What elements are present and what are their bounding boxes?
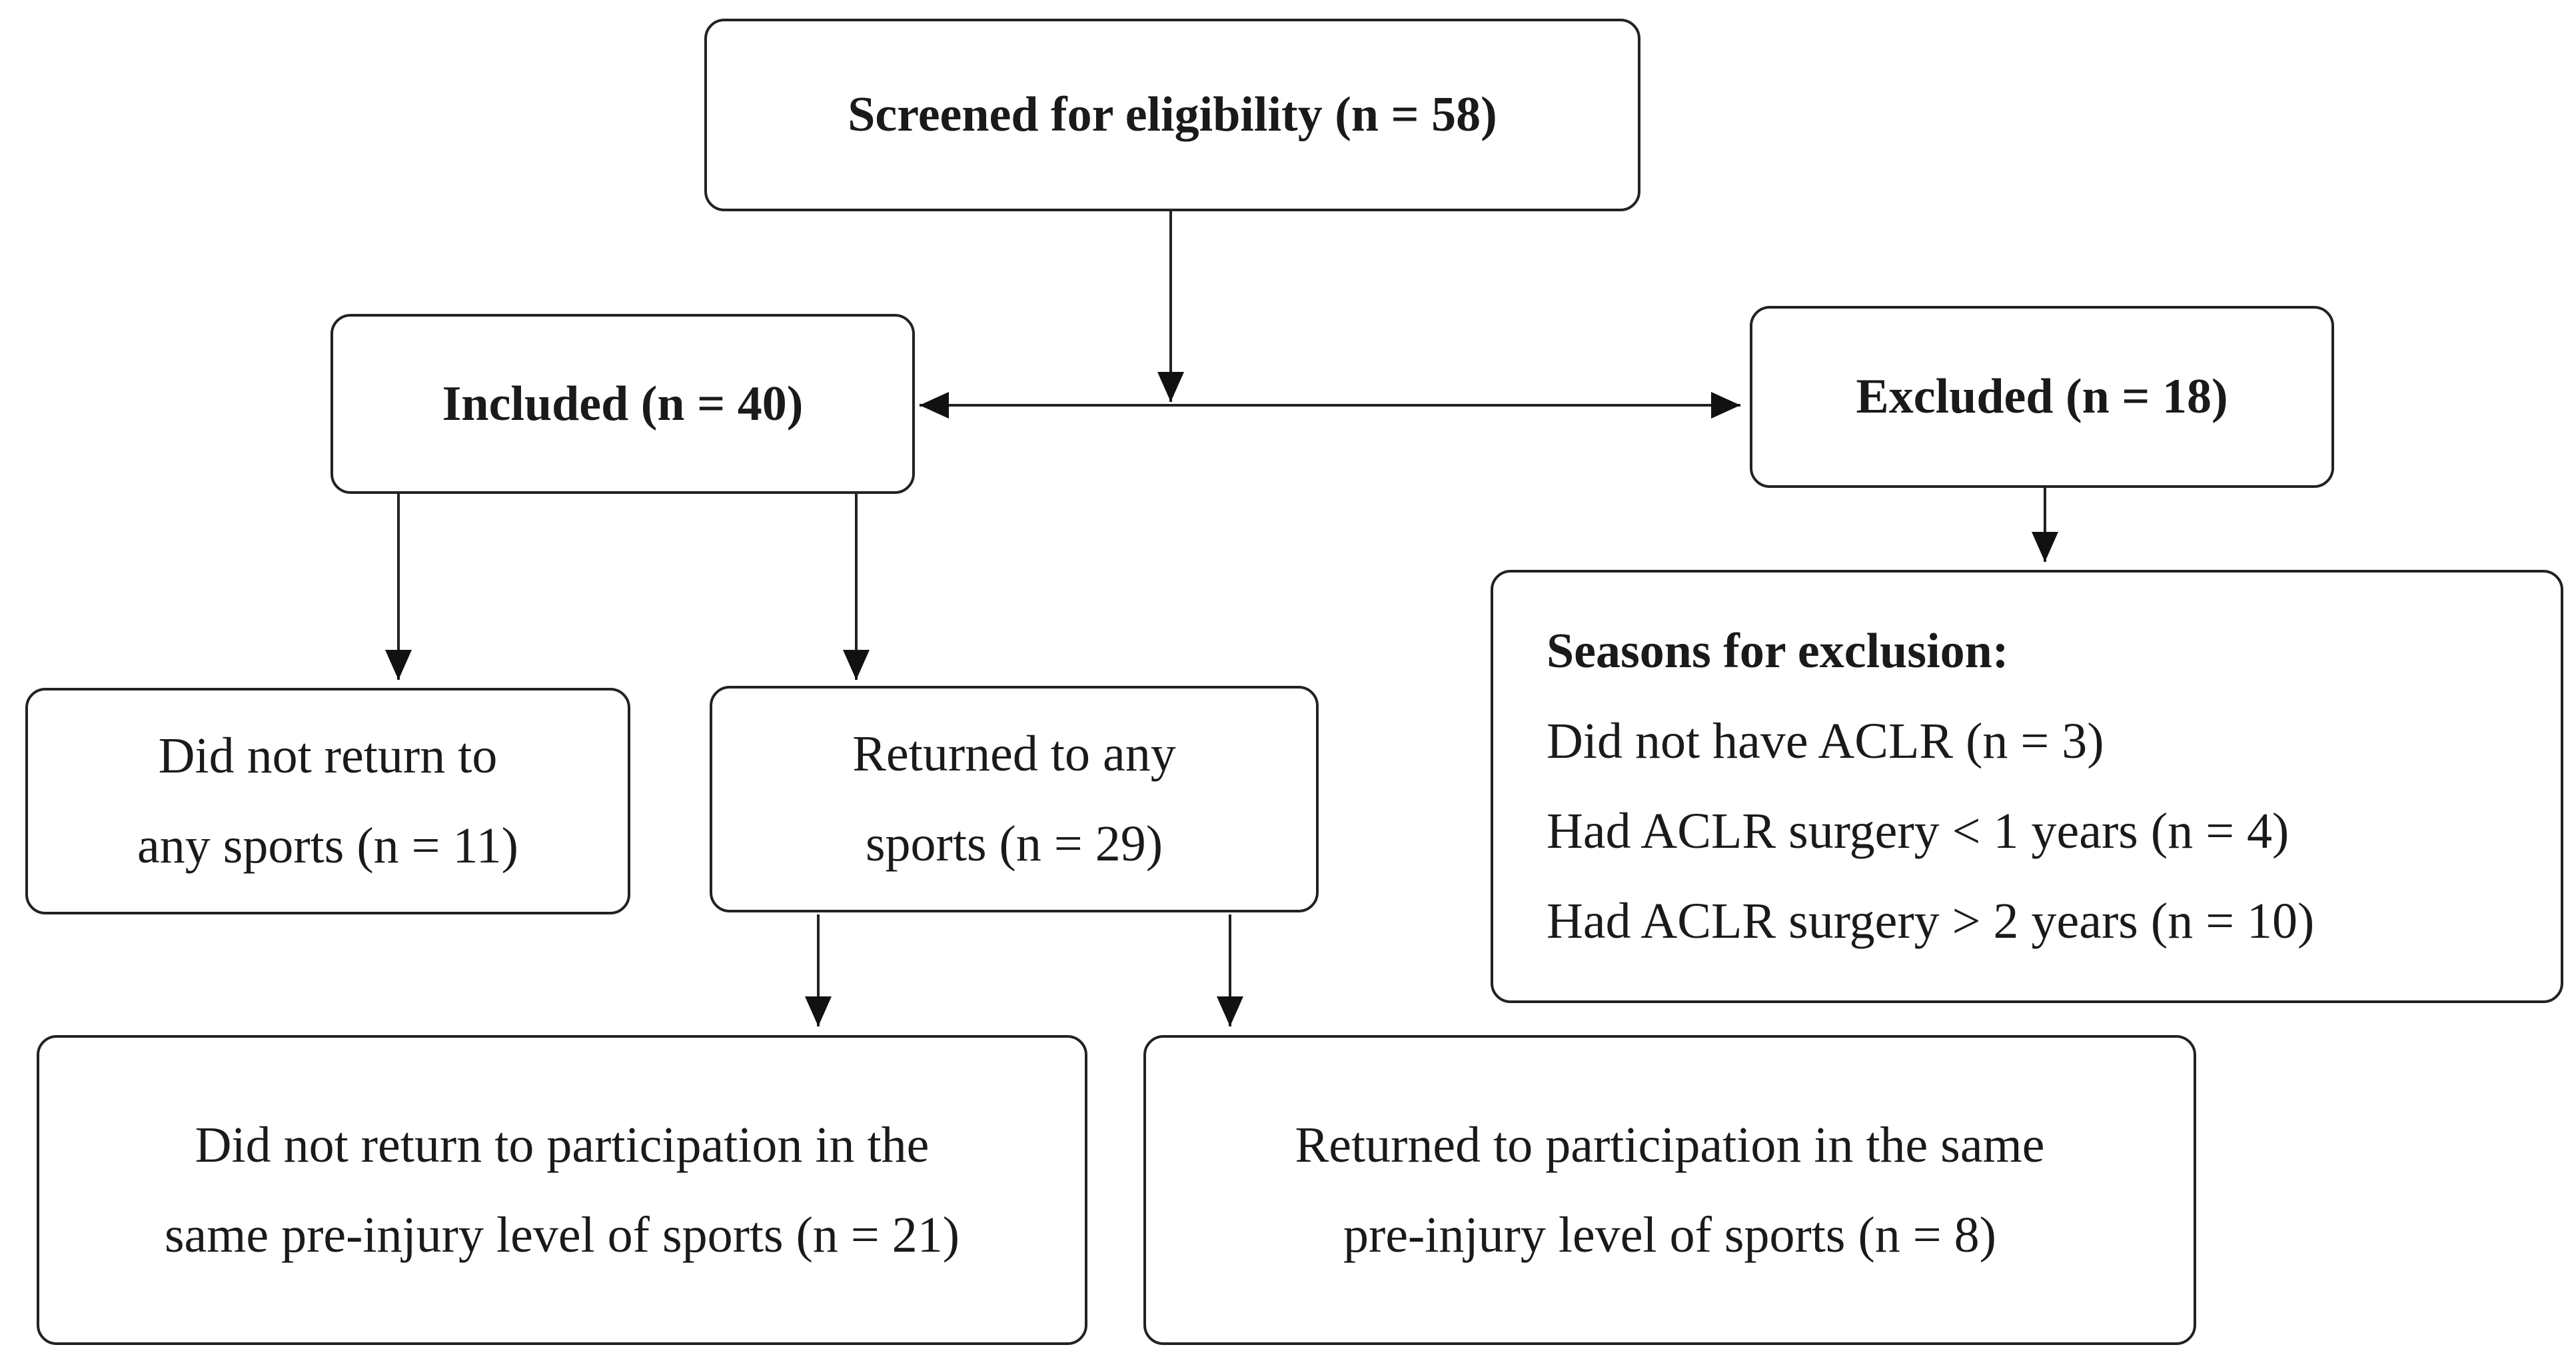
screened-box: Screened for eligibility (n = 58) bbox=[704, 19, 1640, 211]
returned-any-line-1: Returned to any bbox=[852, 726, 1176, 782]
same-level-line-1: Returned to participation in the same bbox=[1295, 1116, 2045, 1173]
not-same-level-box: Did not return to participation in the s… bbox=[37, 1035, 1087, 1345]
exclusion-reason-2: Had ACLR surgery < 1 years (n = 4) bbox=[1547, 803, 2289, 859]
did-not-return-line-1: Did not return to bbox=[158, 728, 498, 784]
exclusion-reasons-title: Seasons for exclusion: bbox=[1547, 624, 2009, 679]
exclusion-reason-1: Did not have ACLR (n = 3) bbox=[1547, 713, 2104, 769]
screened-label: Screened for eligibility (n = 58) bbox=[848, 87, 1497, 142]
same-level-line-2: pre-injury level of sports (n = 8) bbox=[1343, 1206, 1996, 1263]
did-not-return-line-2: any sports (n = 11) bbox=[137, 818, 518, 874]
exclusion-reason-3: Had ACLR surgery > 2 years (n = 10) bbox=[1547, 893, 2315, 949]
not-same-level-line-2: same pre-injury level of sports (n = 21) bbox=[164, 1206, 960, 1263]
not-same-level-line-1: Did not return to participation in the bbox=[195, 1116, 930, 1173]
same-level-box: Returned to participation in the same pr… bbox=[1143, 1035, 2196, 1345]
included-label: Included (n = 40) bbox=[442, 376, 804, 431]
returned-any-line-2: sports (n = 29) bbox=[865, 816, 1163, 872]
exclusion-reasons-box: Seasons for exclusion: Did not have ACLR… bbox=[1491, 570, 2563, 1003]
excluded-label: Excluded (n = 18) bbox=[1856, 369, 2228, 424]
included-box: Included (n = 40) bbox=[330, 314, 915, 494]
returned-any-box: Returned to any sports (n = 29) bbox=[710, 686, 1319, 912]
did-not-return-box: Did not return to any sports (n = 11) bbox=[25, 688, 630, 914]
excluded-box: Excluded (n = 18) bbox=[1750, 306, 2334, 488]
